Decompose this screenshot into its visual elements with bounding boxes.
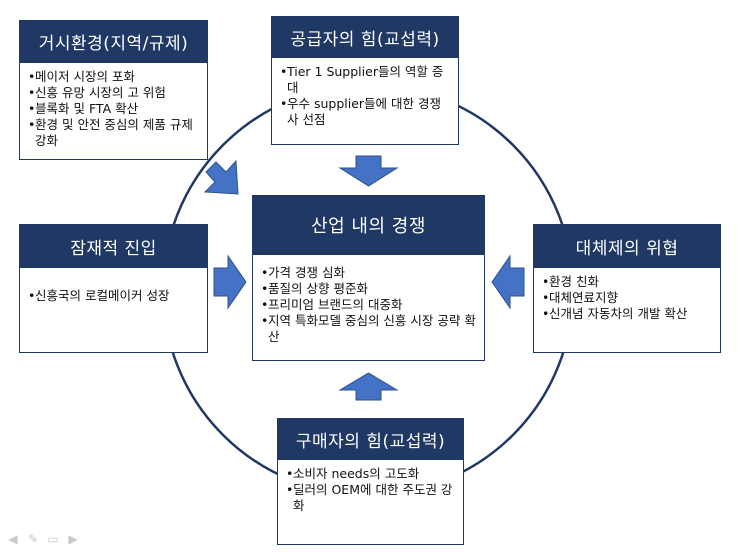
supplier-power-header: 공급자의 힘(교섭력) xyxy=(271,16,459,58)
buyer-power-list: 소비자 needs의 고도화 딜러의 OEM에 대한 주도권 강화 xyxy=(278,460,463,520)
macro-environment-box: 메이저 시장의 포화 신흥 유망 시장의 고 위험 블록화 및 FTA 확산 환… xyxy=(19,62,208,160)
supplier-power-box: Tier 1 Supplier들의 역할 증대 우수 supplier들에 대한… xyxy=(271,57,459,145)
list-item: 딜러의 OEM에 대한 주도권 강화 xyxy=(286,482,455,514)
list-item: Tier 1 Supplier들의 역할 증대 xyxy=(280,64,450,96)
arrow-macro-diagonal xyxy=(203,159,239,195)
list-item: 대체연료지향 xyxy=(542,290,712,306)
arrow-substitutes-left xyxy=(491,254,525,310)
pen-icon[interactable]: ✎ xyxy=(27,532,39,546)
arrow-entrants-right xyxy=(213,254,247,310)
industry-rivalry-box: 가격 경쟁 심화 품질의 상향 평준화 프리미엄 브랜드의 대중화 지역 특화모… xyxy=(252,254,485,361)
potential-entrants-list: 신흥국의 로컬메이커 성장 xyxy=(20,268,207,310)
list-item: 우수 supplier들에 대한 경쟁사 선점 xyxy=(280,96,450,128)
list-item: 소비자 needs의 고도화 xyxy=(286,466,455,482)
potential-entrants-box: 신흥국의 로컬메이커 성장 xyxy=(19,267,208,353)
substitutes-threat-list: 환경 친화 대체연료지향 신개념 자동차의 개발 확산 xyxy=(534,268,720,328)
industry-rivalry-header: 산업 내의 경쟁 xyxy=(252,195,485,255)
slide-controls: ◀ ✎ ▭ ▶ xyxy=(6,532,80,546)
list-item: 품질의 상향 평준화 xyxy=(261,281,476,297)
macro-environment-header: 거시환경(지역/규제) xyxy=(19,20,208,63)
list-item: 메이저 시장의 포화 xyxy=(28,69,199,85)
list-item: 프리미엄 브랜드의 대중화 xyxy=(261,297,476,313)
list-item: 신흥 유망 시장의 고 위험 xyxy=(28,85,199,101)
list-item: 환경 및 안전 중심의 제품 규제 강화 xyxy=(28,117,199,149)
supplier-power-list: Tier 1 Supplier들의 역할 증대 우수 supplier들에 대한… xyxy=(272,58,458,134)
substitutes-threat-header: 대체제의 위협 xyxy=(533,224,721,268)
list-item: 신흥국의 로컬메이커 성장 xyxy=(28,288,199,304)
substitutes-threat-box: 환경 친화 대체연료지향 신개념 자동차의 개발 확산 xyxy=(533,267,721,353)
menu-icon[interactable]: ▭ xyxy=(47,532,59,546)
list-item: 블록화 및 FTA 확산 xyxy=(28,101,199,117)
buyer-power-header: 구매자의 힘(교섭력) xyxy=(277,418,464,460)
industry-rivalry-list: 가격 경쟁 심화 품질의 상향 평준화 프리미엄 브랜드의 대중화 지역 특화모… xyxy=(253,255,484,351)
play-icon[interactable]: ◀ xyxy=(8,532,18,546)
potential-entrants-header: 잠재적 진입 xyxy=(19,224,208,268)
arrow-supplier-down xyxy=(338,155,399,187)
macro-environment-list: 메이저 시장의 포화 신흥 유망 시장의 고 위험 블록화 및 FTA 확산 환… xyxy=(20,63,207,155)
list-item: 지역 특화모델 중심의 신흥 시장 공략 확산 xyxy=(261,313,476,345)
list-item: 가격 경쟁 심화 xyxy=(261,265,476,281)
list-item: 환경 친화 xyxy=(542,274,712,290)
list-item: 신개념 자동차의 개발 확산 xyxy=(542,306,712,322)
buyer-power-box: 소비자 needs의 고도화 딜러의 OEM에 대한 주도권 강화 xyxy=(277,459,464,545)
arrow-buyer-up xyxy=(338,372,399,401)
navigate-icon[interactable]: ▶ xyxy=(68,532,78,546)
